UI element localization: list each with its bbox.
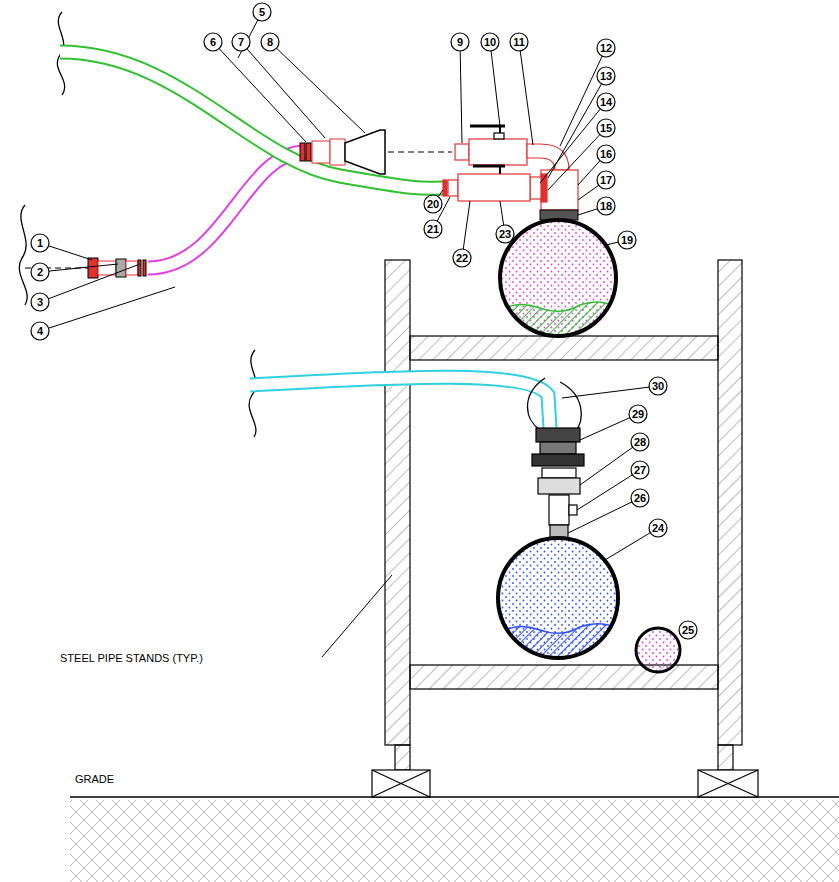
callout-number: 23 [499, 229, 511, 240]
note-label: STEEL PIPE STANDS (TYP.) [60, 653, 203, 664]
callout-number: 21 [427, 224, 439, 235]
callout-number: 22 [456, 253, 468, 264]
callout-number: 9 [457, 37, 463, 48]
callout-number: 19 [621, 235, 633, 246]
note-label: GRADE [75, 774, 114, 785]
callout-number: 20 [427, 199, 439, 210]
callout-number: 13 [600, 71, 612, 82]
callout-number: 12 [600, 43, 612, 54]
callout-number: 15 [600, 123, 612, 134]
callout-number: 24 [652, 523, 664, 534]
callout-number: 26 [634, 493, 646, 504]
callout-number: 28 [634, 437, 646, 448]
callout-number: 17 [600, 175, 612, 186]
callout-number: 30 [652, 381, 664, 392]
callout-number: 2 [37, 267, 43, 278]
callout-number: 3 [37, 297, 43, 308]
callout-number: 18 [600, 201, 612, 212]
callout-number: 10 [484, 37, 496, 48]
callout-number: 1 [37, 238, 43, 249]
callout-number: 27 [634, 465, 646, 476]
callout-number: 4 [37, 326, 43, 337]
callout-number: 25 [682, 625, 694, 636]
callout-number: 29 [632, 409, 644, 420]
callout-number: 14 [600, 97, 612, 108]
callout-number: 11 [513, 37, 525, 48]
callout-number: 7 [238, 37, 244, 48]
callout-number: 16 [600, 149, 612, 160]
callout-number: 8 [267, 37, 273, 48]
callout-number: 5 [259, 7, 265, 18]
callout-number: 6 [210, 37, 216, 48]
